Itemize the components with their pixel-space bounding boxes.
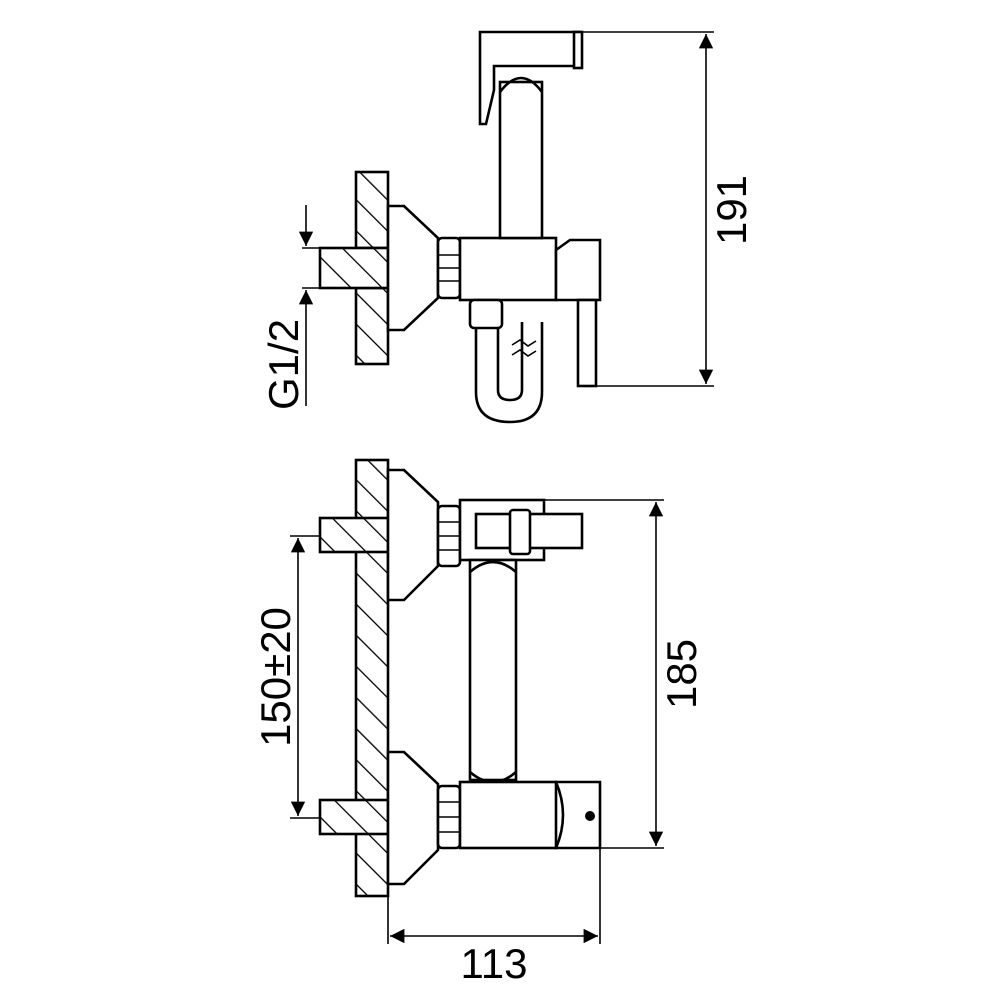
valve-body-front (458, 780, 558, 850)
thread-size-label: G1/2 (260, 319, 307, 410)
lower-inlet-pipe (318, 798, 390, 836)
side-height-dimension: 191 (582, 31, 755, 387)
handle-front (554, 780, 602, 850)
upper-hex-nut (436, 504, 462, 568)
side-height-label: 191 (708, 175, 755, 245)
upper-holder (458, 498, 584, 562)
front-height-dimension: 185 (544, 499, 705, 849)
wall-section-side (354, 170, 390, 366)
front-view: 150±20 185 113 (252, 458, 705, 987)
hex-nut-side (436, 236, 462, 300)
lower-hex-nut (436, 784, 462, 850)
inlet-spacing-dimension: 150±20 (252, 535, 320, 819)
handle-shaft-side (576, 298, 598, 388)
spray-holder-side (478, 30, 584, 126)
depth-dimension: 113 (387, 848, 601, 987)
escutcheon-side (386, 204, 440, 332)
upper-inlet-pipe (318, 516, 390, 554)
riser-side (498, 80, 544, 240)
depth-label: 113 (461, 940, 528, 987)
inlet-spacing-label: 150±20 (252, 607, 299, 747)
valve-body-side (458, 236, 558, 302)
hose-side (468, 298, 544, 424)
thread-dimension: G1/2 (260, 205, 320, 410)
inlet-pipe-side (318, 246, 390, 290)
front-height-label: 185 (658, 639, 705, 709)
lower-escutcheon (386, 750, 440, 886)
connecting-tube (468, 558, 518, 782)
side-view: G1/2 191 (260, 30, 755, 424)
upper-escutcheon (386, 468, 440, 602)
handle-side (554, 238, 602, 302)
handle-indicator-dot (585, 811, 595, 821)
